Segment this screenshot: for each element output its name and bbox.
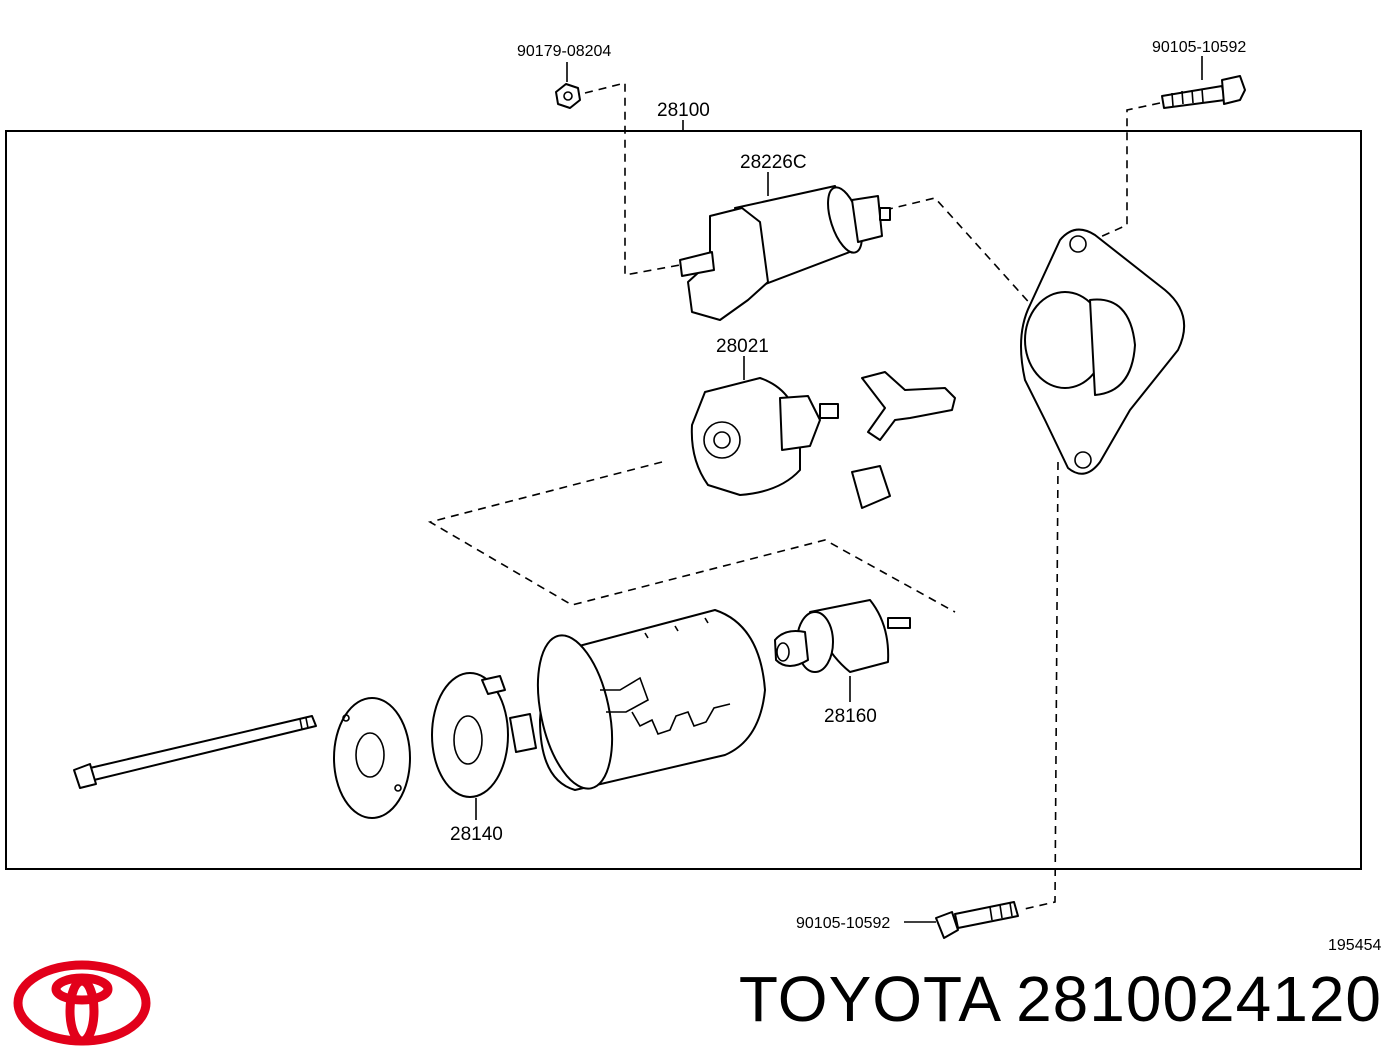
toyota-logo-icon — [13, 960, 151, 1046]
armature-part — [774, 599, 911, 702]
callout-bolt-bottom: 90105-10592 — [796, 915, 890, 932]
leader-solenoid-housing — [884, 197, 1071, 349]
shift-lever-part — [851, 371, 956, 509]
leader-bolt-top — [1097, 102, 1161, 239]
callout-solenoid: 28226C — [740, 152, 807, 173]
leader-drive-frame — [427, 461, 956, 613]
leader-bolt-bottom — [1019, 461, 1059, 911]
bolt-bottom-part — [904, 901, 1019, 939]
yoke-part — [536, 609, 766, 791]
brand-part-number: 2810024120 — [1016, 963, 1382, 1035]
callout-armature: 28160 — [824, 706, 877, 727]
end-frame-part — [333, 697, 411, 819]
drive-housing-part — [1020, 228, 1186, 475]
nut-part — [555, 62, 581, 109]
bolt-top-part — [1161, 56, 1246, 109]
brush-holder-part — [431, 672, 537, 820]
callout-drive: 28021 — [716, 336, 769, 357]
callout-brush-holder: 28140 — [450, 824, 503, 845]
leader-nut — [584, 81, 681, 276]
callout-nut-top: 90179-08204 — [517, 43, 611, 60]
solenoid-part — [679, 172, 891, 321]
figure-number: 195454 — [1328, 937, 1381, 954]
callout-bolt-top: 90105-10592 — [1152, 39, 1246, 56]
callout-assembly: 28100 — [657, 100, 710, 121]
drive-part — [690, 356, 839, 496]
through-bolt-part — [73, 715, 317, 789]
brand-name: TOYOTA — [738, 963, 1003, 1035]
